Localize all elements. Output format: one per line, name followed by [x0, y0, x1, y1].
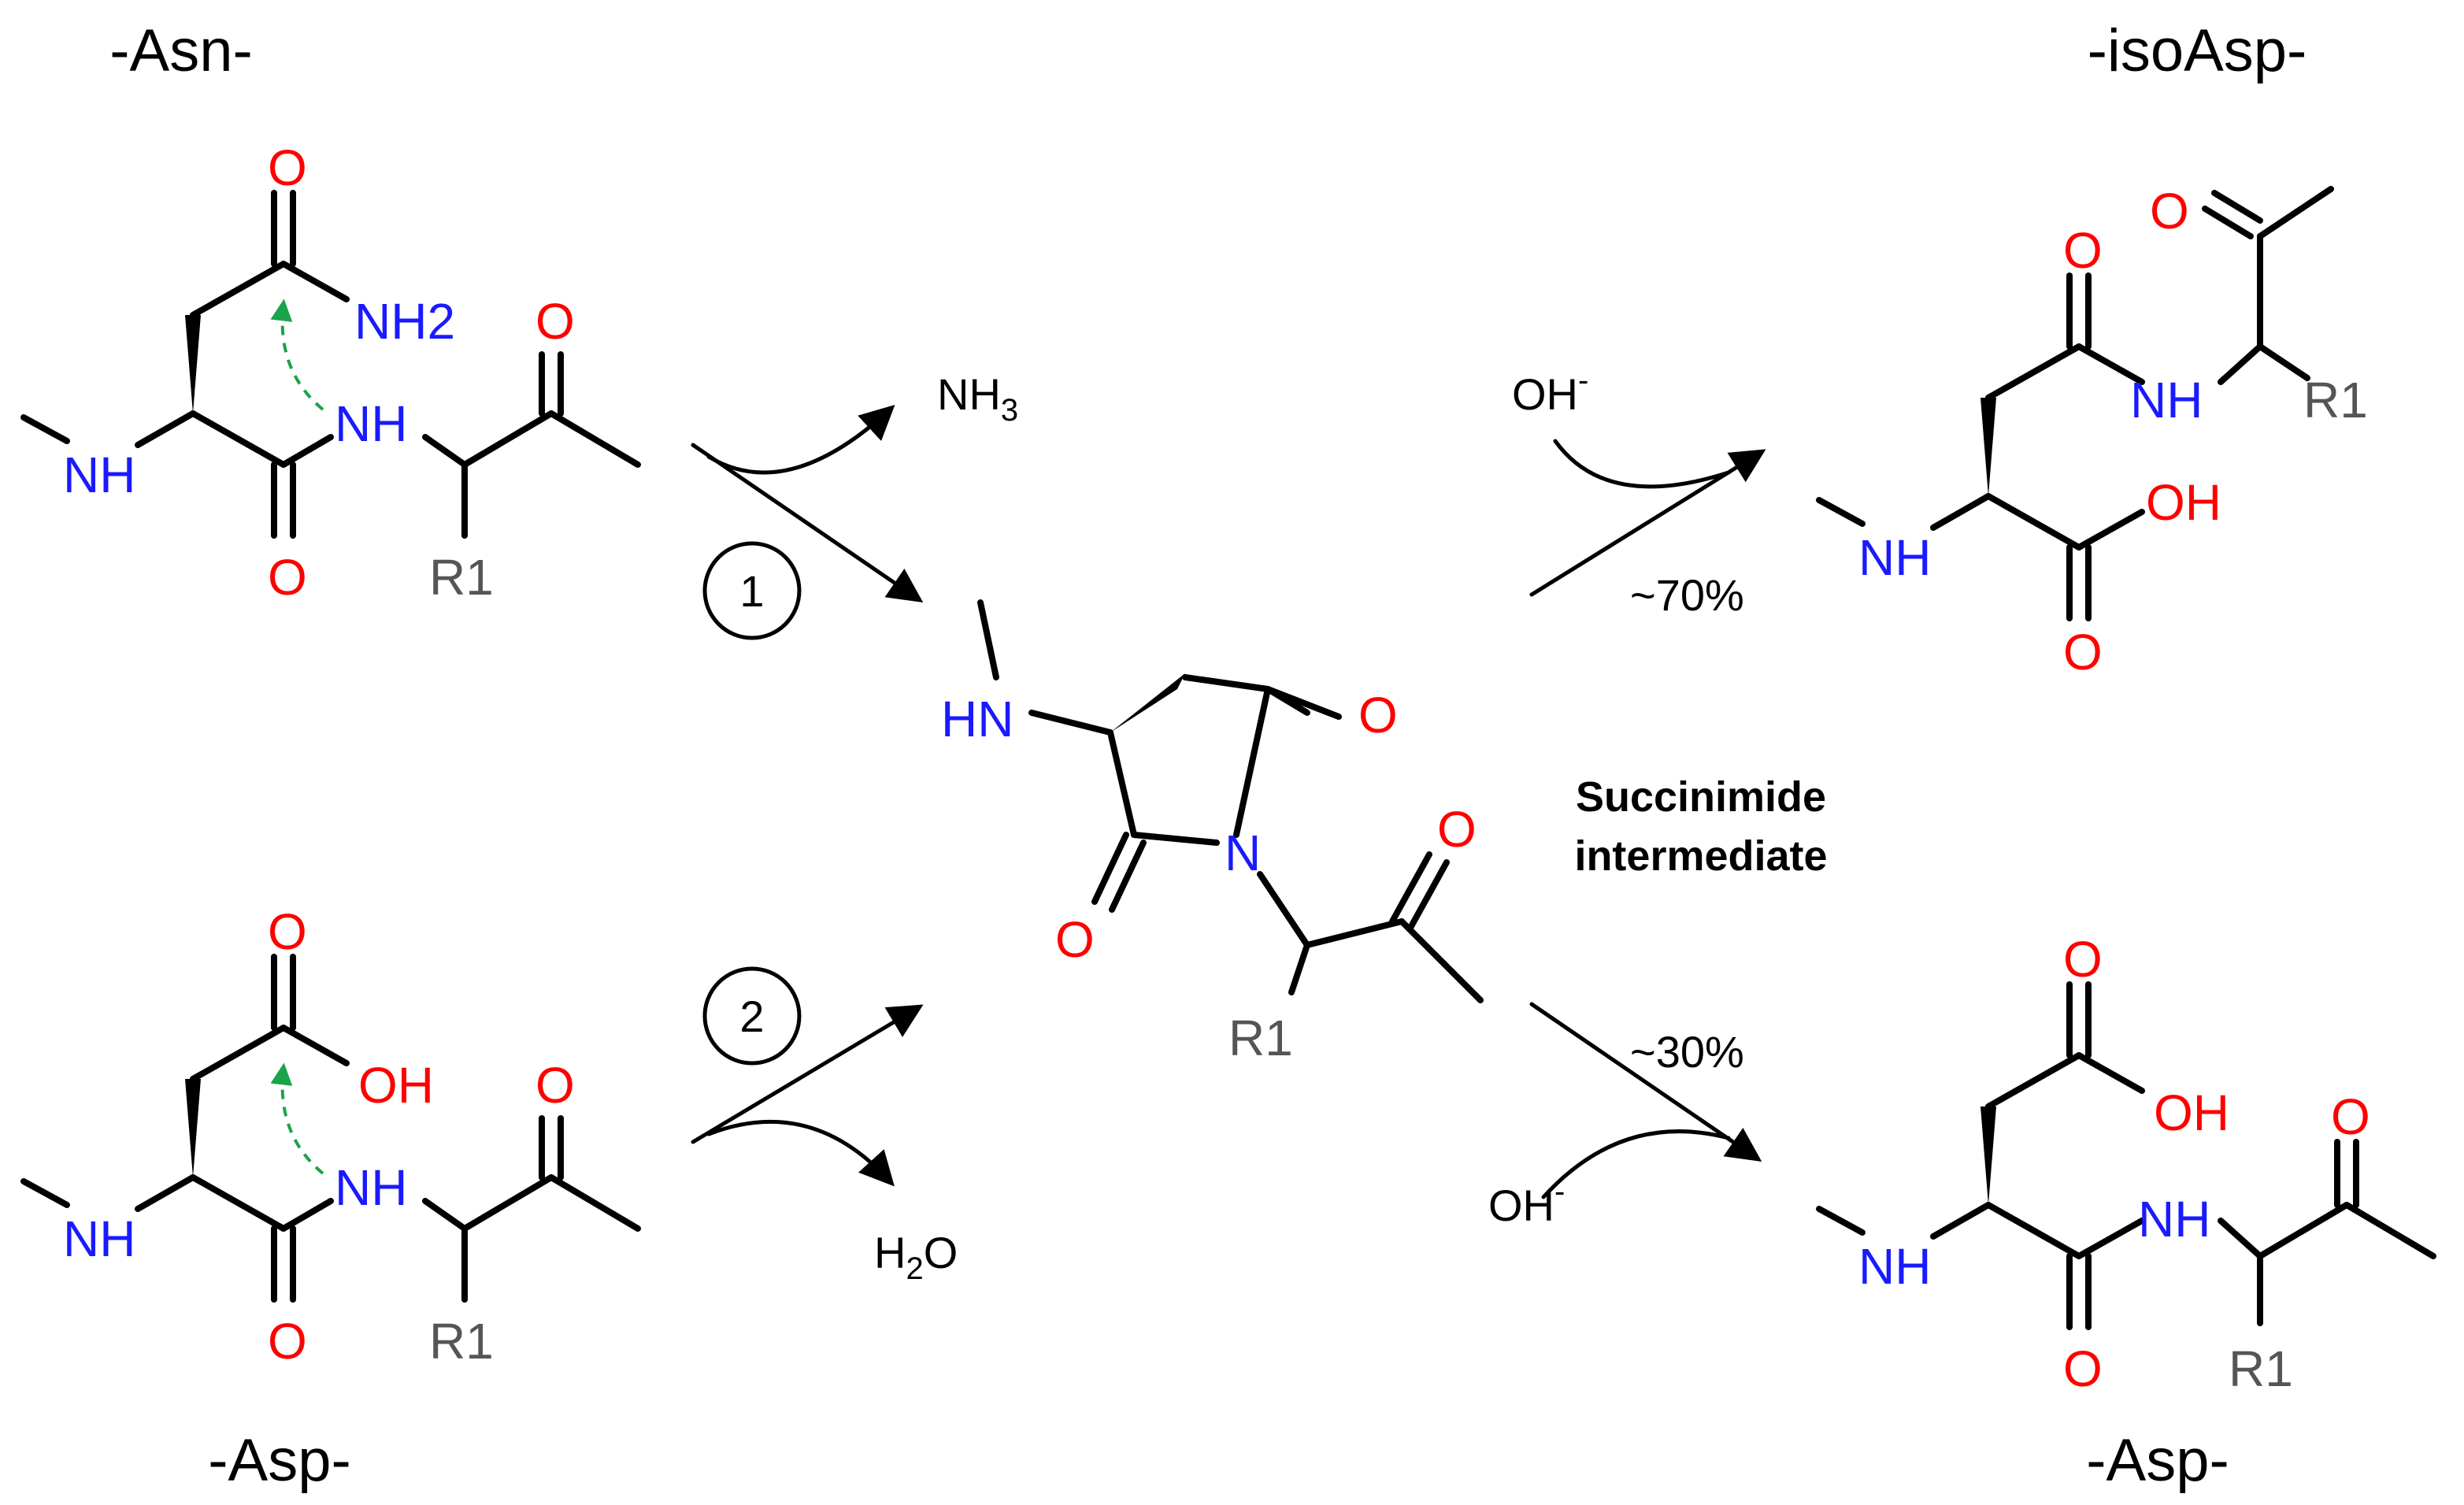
wedge-bond [1110, 673, 1185, 732]
atom-n: N [1225, 825, 1261, 881]
atom-o: O [535, 293, 575, 350]
molecule-asp-left: NH O OH NH O O R1 [20, 903, 641, 1370]
atom-r1: R1 [429, 549, 494, 606]
reagent-oh-bottom: OH- [1488, 1174, 1565, 1230]
wedge-bond [1980, 1107, 1996, 1205]
atom-nh: NH [2138, 1191, 2210, 1247]
atom-nh: NH [335, 395, 407, 452]
atom-nh: NH [335, 1159, 407, 1216]
intermediate-label-line1: Succinimide [1576, 773, 1826, 821]
step-1-label: 1 [739, 566, 764, 616]
reagent-oh-top: OH- [1512, 363, 1588, 419]
arrow-release-nh3 [706, 405, 895, 475]
reagent-h2o: H2O [874, 1228, 958, 1286]
atom-o: O [268, 1313, 307, 1370]
arrow-step-2 [691, 1004, 924, 1144]
atom-r1: R1 [2303, 372, 2368, 428]
atom-o: O [2063, 222, 2103, 279]
label-asn: -Asn- [109, 17, 253, 84]
arrow-release-h2o [706, 1119, 895, 1187]
atom-o: O [2331, 1088, 2370, 1145]
reagent-nh3: NH3 [937, 369, 1018, 428]
wedge-bond [185, 315, 201, 413]
molecule-asn: NH O NH2 NH O O R1 [20, 139, 641, 606]
arrow-to-asp [1529, 1002, 1762, 1162]
arrow-oh-to-isoasp [1553, 439, 1731, 489]
step-1-circle [702, 541, 802, 640]
atom-o: O [535, 1057, 575, 1114]
atom-oh: OH [2154, 1084, 2229, 1141]
yield-asp: ~30% [1630, 1027, 1744, 1077]
atom-r1: R1 [429, 1313, 494, 1370]
atom-r1: R1 [1228, 1010, 1293, 1066]
attack-arrow-asp [270, 1062, 324, 1175]
molecule-succinimide: HN O N O O R1 [941, 599, 1484, 1066]
molecule-isoasp: NH O NH O R1 OH O [1816, 183, 2368, 680]
label-isoasp: -isoAsp- [2088, 17, 2307, 84]
atom-nh: NH [63, 447, 135, 503]
label-asp-right: -Asp- [2086, 1427, 2229, 1494]
step-2-label: 2 [739, 992, 764, 1041]
atom-o: O [1358, 687, 1398, 743]
atom-nh: NH [1858, 1238, 1931, 1295]
yield-isoasp: ~70% [1630, 570, 1744, 620]
label-asp-left: -Asp- [208, 1427, 351, 1494]
attack-arrow-asn [270, 298, 324, 411]
wedge-bond [185, 1079, 201, 1177]
intermediate-label-line2: intermediate [1574, 832, 1827, 880]
atom-nh: NH [2130, 372, 2203, 428]
arrow-oh-to-asp [1541, 1129, 1731, 1199]
atom-oh: OH [2146, 474, 2221, 531]
step-2-circle [702, 966, 802, 1066]
atom-o: O [1055, 911, 1095, 968]
atom-o: O [268, 903, 307, 960]
atom-o: O [2150, 183, 2189, 239]
atom-nh: NH [63, 1210, 135, 1267]
atom-r1: R1 [2229, 1340, 2293, 1397]
atom-oh: OH [358, 1057, 434, 1114]
atom-nh2: NH2 [354, 293, 455, 350]
atom-hn: HN [941, 691, 1013, 747]
atom-o: O [2063, 624, 2103, 680]
atom-o: O [268, 549, 307, 606]
arrow-step-1 [691, 443, 924, 602]
atom-o: O [2063, 931, 2103, 988]
atom-o: O [2063, 1340, 2103, 1397]
atom-o: O [268, 139, 307, 196]
atom-nh: NH [1858, 529, 1931, 586]
molecule-asp-right: NH O OH NH O O R1 [1816, 931, 2436, 1397]
atom-o: O [1437, 801, 1477, 858]
wedge-bond [1980, 398, 1996, 496]
